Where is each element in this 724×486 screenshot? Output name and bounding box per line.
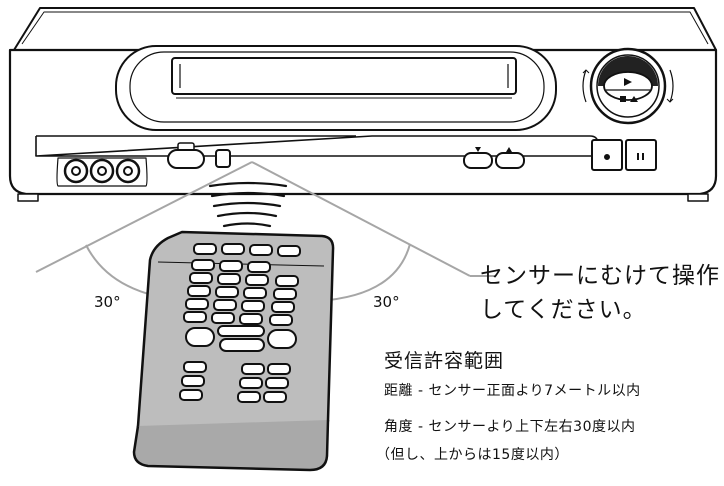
vcr-unit: [8, 7, 718, 202]
power-button: [167, 142, 205, 169]
signal-waves-icon: [208, 181, 288, 228]
remote-sensor: [215, 149, 231, 168]
channel-buttons: [463, 147, 525, 169]
left-angle-label: 30°: [94, 293, 121, 311]
shuttle-dial: [582, 47, 674, 125]
av-input-jacks: [56, 157, 148, 187]
range-distance: 距離 - センサー正面より7メートル以内: [384, 383, 641, 399]
right-angle-label: 30°: [373, 293, 400, 311]
instruction-line-2: してください。: [480, 297, 647, 323]
right-angle-arc: [317, 243, 411, 302]
range-note: （但し、上からは15度以内）: [376, 447, 569, 463]
range-angle: 角度 - センサーより上下左右30度以内: [384, 419, 636, 435]
range-title: 受信許容範囲: [384, 350, 505, 372]
remote-control: [132, 230, 335, 472]
instruction-line-1: センサーにむけて操作: [480, 263, 720, 289]
record-pause-buttons: [591, 139, 657, 171]
